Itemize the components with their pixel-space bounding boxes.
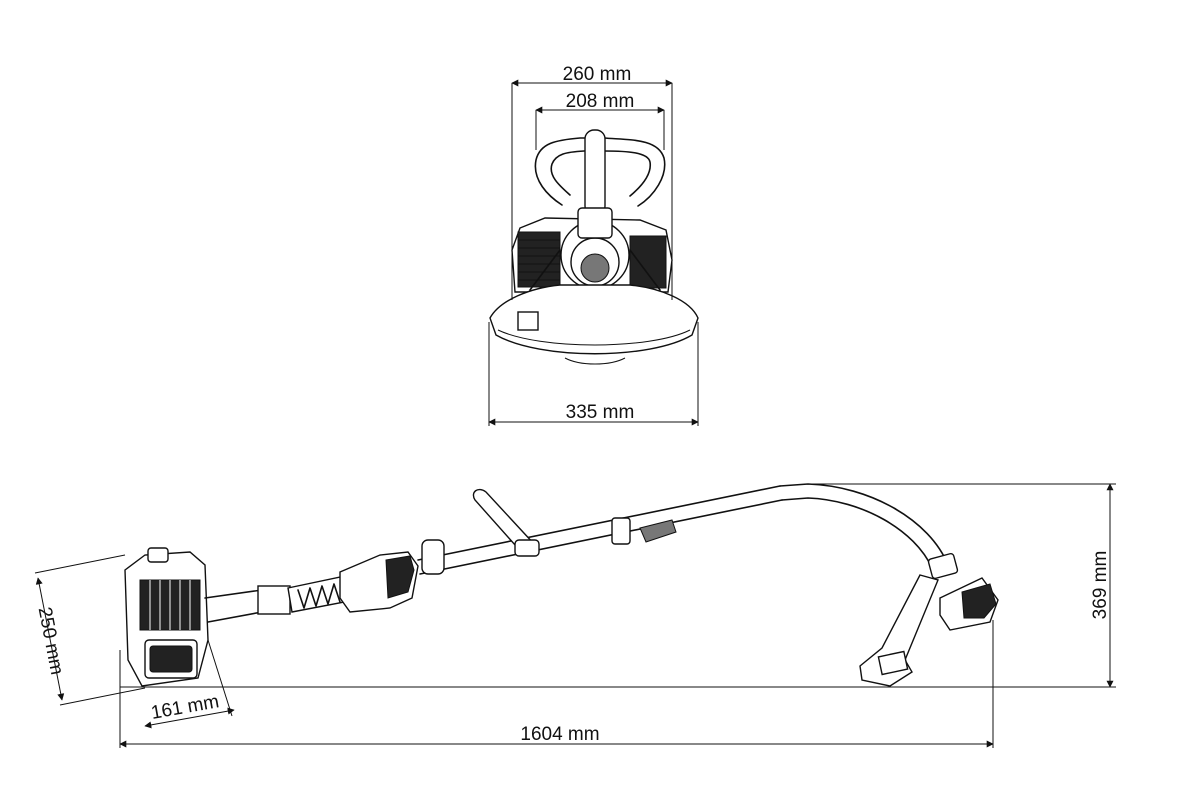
guard-bottom-lip	[564, 357, 626, 365]
gearbox-hub	[580, 253, 610, 283]
top-view: 260 mm 208 mm 335 mm	[488, 64, 699, 426]
engine-side	[124, 547, 209, 687]
dim-208: 208 mm	[566, 91, 635, 112]
handle-clamp	[514, 539, 540, 557]
clamp-top	[577, 207, 613, 239]
guard-side-clip	[877, 650, 909, 676]
dim-335: 335 mm	[566, 402, 635, 423]
dim-1604: 1604 mm	[520, 724, 599, 745]
shaft-clamp-1	[421, 539, 445, 575]
guard-top-arc	[497, 329, 691, 346]
shaft-coupling	[204, 589, 263, 623]
dim-260: 260 mm	[563, 64, 632, 85]
shaft-top	[584, 129, 606, 216]
spring	[297, 583, 341, 609]
trimmer-spool	[961, 583, 997, 619]
front-handle	[472, 488, 536, 556]
shaft-main-bottom	[419, 499, 783, 575]
shaft-knob	[639, 519, 677, 543]
guard-struts	[529, 249, 661, 291]
guard-clip	[517, 311, 539, 331]
guard-top	[489, 284, 699, 355]
shaft-main-top	[417, 485, 781, 561]
side-view: 369 mm 250 mm 161 mm 1604 mm	[34, 483, 1116, 748]
dim-369: 369 mm	[1090, 551, 1111, 620]
bent-shaft-inner	[781, 497, 933, 569]
head-collar	[927, 552, 959, 580]
dim-250: 250 mm	[34, 605, 68, 676]
shaft-joint	[257, 585, 291, 615]
shaft-clamp-2	[611, 517, 631, 545]
bent-shaft-outer	[779, 483, 949, 566]
